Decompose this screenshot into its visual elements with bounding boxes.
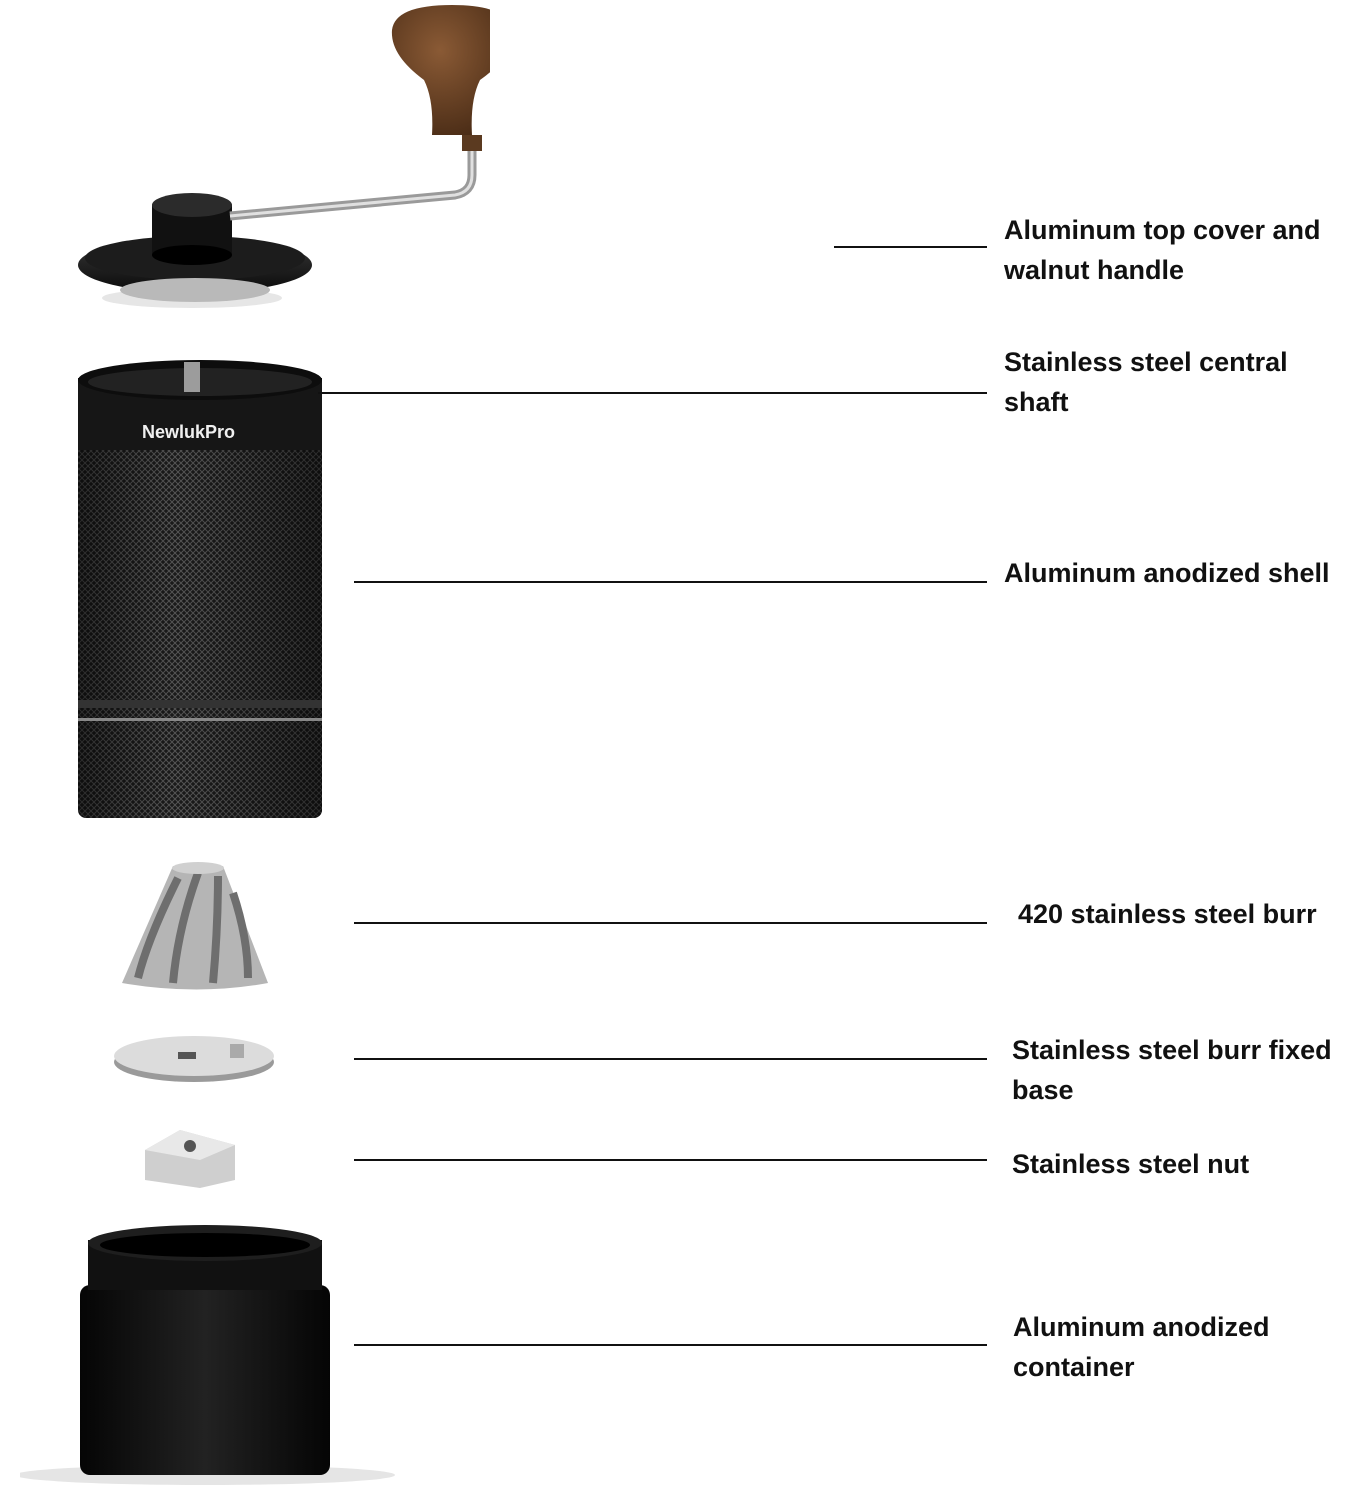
leader-line-container [354,1344,987,1346]
label-line: shaft [1004,387,1069,417]
leader-line-base [354,1058,987,1060]
top-cover-handle-illustration [70,0,513,320]
label-line: base [1012,1075,1074,1105]
label-container: Aluminum anodized container [1013,1307,1270,1387]
brand-logo: NewlukPro [142,422,235,442]
nut-illustration [140,1120,240,1190]
label-line: Stainless steel central [1004,347,1288,377]
burr-illustration [118,858,278,993]
label-line: Aluminum anodized shell [1004,558,1330,588]
leader-line-burr [354,922,987,924]
label-line: Stainless steel burr fixed [1012,1035,1332,1065]
label-shell: Aluminum anodized shell [1004,553,1330,593]
leader-line-shaft [318,392,987,394]
label-shaft: Stainless steel central shaft [1004,342,1288,422]
shell-illustration: NewlukPro [76,358,324,823]
label-line: walnut handle [1004,255,1185,285]
leader-line-shell [354,581,987,583]
label-burr: 420 stainless steel burr [1018,894,1317,934]
label-line: Aluminum top cover and [1004,215,1321,245]
container-illustration [15,1225,420,1495]
label-line: 420 stainless steel burr [1018,899,1317,929]
leader-line-nut [354,1159,987,1161]
label-line: Aluminum anodized [1013,1312,1270,1342]
label-top-cover: Aluminum top cover and walnut handle [1004,210,1321,290]
label-line: container [1013,1352,1135,1382]
label-line: Stainless steel nut [1012,1149,1250,1179]
label-nut: Stainless steel nut [1012,1144,1249,1184]
leader-line-top-cover [834,246,987,248]
label-base: Stainless steel burr fixed base [1012,1030,1332,1110]
burr-base-illustration [112,1030,277,1085]
